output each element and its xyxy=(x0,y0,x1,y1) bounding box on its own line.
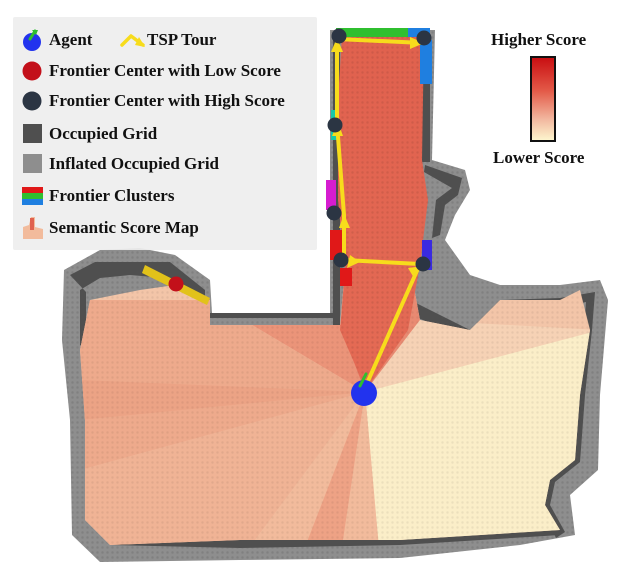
legend-item-inflated: Inflated Occupied Grid xyxy=(21,151,219,177)
legend-item-semantic-map: Semantic Score Map xyxy=(21,215,199,241)
semantic-map-icon xyxy=(21,215,49,241)
frontier-center-low-score xyxy=(168,276,184,292)
dark-dot-icon xyxy=(21,88,49,114)
legend-label-frontier-clusters: Frontier Clusters xyxy=(49,186,175,205)
legend-item-frontier-high: Frontier Center with High Score xyxy=(21,88,285,114)
legend-item-frontier-low: Frontier Center with Low Score xyxy=(21,58,281,84)
frontier-centers-high-score xyxy=(326,28,432,272)
legend-label-inflated: Inflated Occupied Grid xyxy=(49,154,220,173)
higher-score-label: Higher Score xyxy=(491,30,587,49)
legend-label-frontier-high: Frontier Center with High Score xyxy=(49,91,285,110)
legend-item-occupied: Occupied Grid xyxy=(21,121,157,147)
legend-label-tsp-tour: TSP Tour xyxy=(147,30,217,49)
lower-score-label: Lower Score xyxy=(493,148,585,167)
agent-marker xyxy=(351,372,377,406)
legend-item-agent: Agent xyxy=(21,27,92,53)
semantic-score-map xyxy=(80,36,590,545)
score-colorbar xyxy=(530,56,556,142)
red-dot-icon xyxy=(21,58,49,84)
legend-item-frontier-clusters: Frontier Clusters xyxy=(21,183,174,209)
occupied-square-icon xyxy=(21,121,49,147)
legend-panel: Agent TSP Tour Frontier Center with Low … xyxy=(13,17,317,250)
tsp-tour-icon xyxy=(119,27,147,53)
legend-label-agent: Agent xyxy=(49,30,93,49)
inflated-square-icon xyxy=(21,151,49,177)
legend-label-frontier-low: Frontier Center with Low Score xyxy=(49,61,281,80)
tsp-tour-arrowheads xyxy=(331,37,424,278)
legend-label-semantic-map: Semantic Score Map xyxy=(49,218,199,237)
frontier-clusters-icon xyxy=(21,183,49,209)
legend-label-occupied: Occupied Grid xyxy=(49,124,158,143)
agent-icon xyxy=(21,27,49,53)
legend-item-tsp-tour: TSP Tour xyxy=(119,27,216,53)
